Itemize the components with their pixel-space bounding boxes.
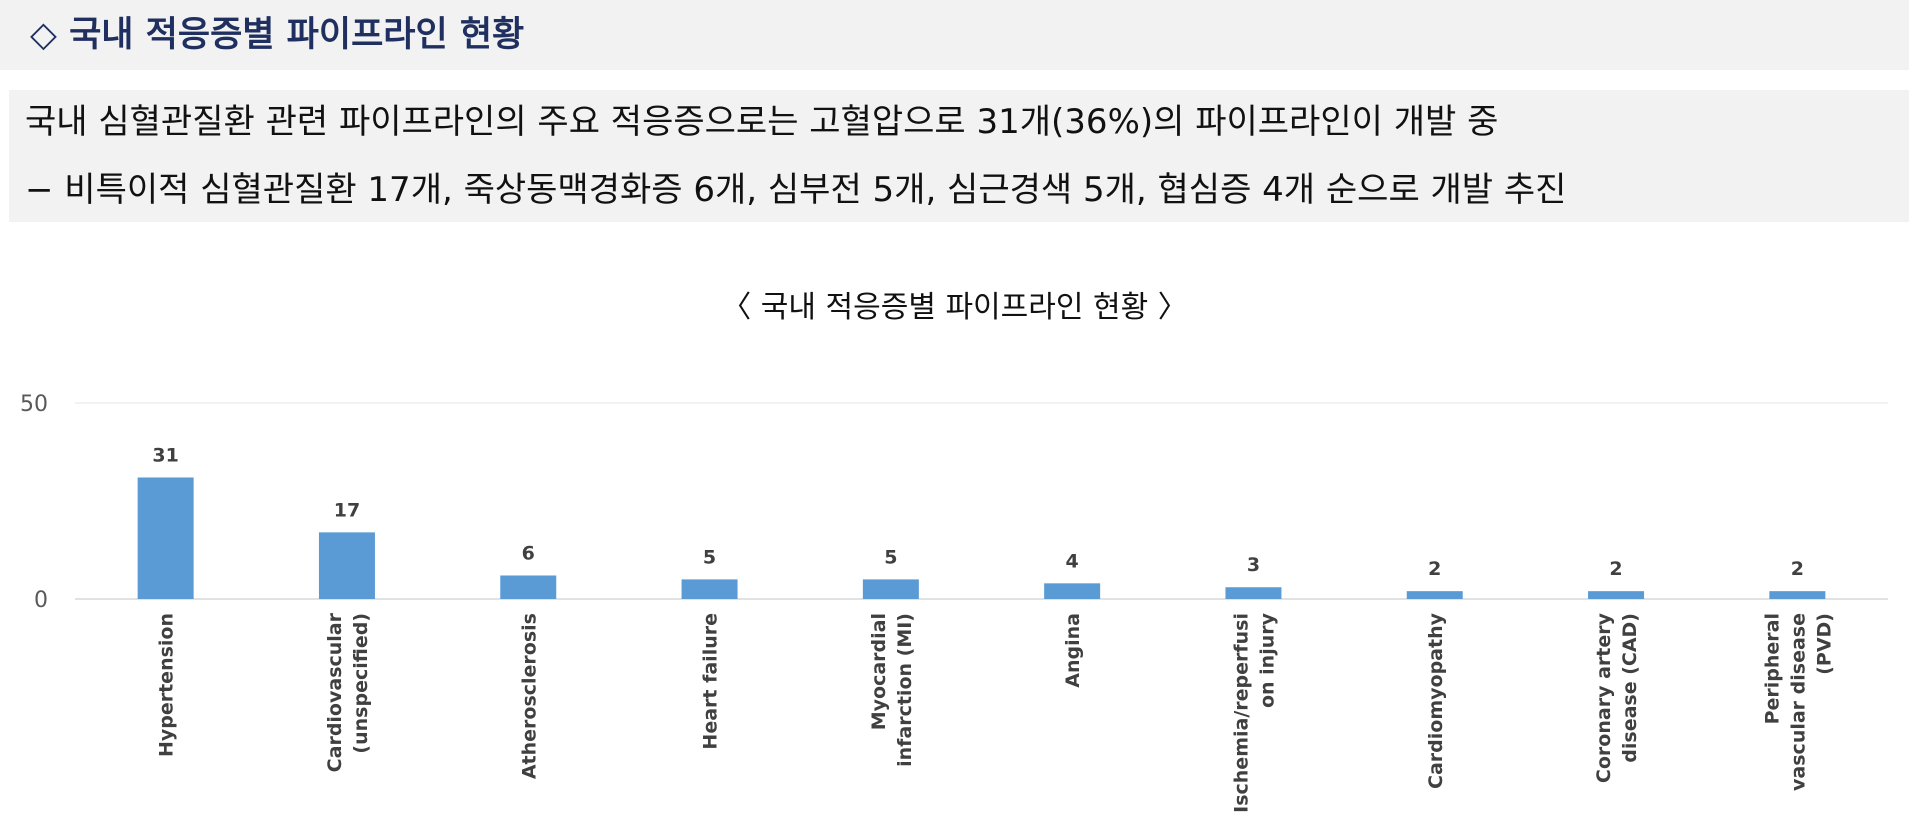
header-band: ◇ 국내 적응증별 파이프라인 현황 [0,0,1909,70]
x-category-label-line: infarction (MI) [894,613,916,767]
x-category-label-line: Coronary artery [1593,612,1615,783]
x-category-label-line: Cardiomyopathy [1425,612,1447,789]
x-category-label: Hypertension [156,613,178,757]
x-category-label: Atherosclerosis [518,613,540,779]
x-category-label-line: (unspecified) [350,613,372,754]
data-label: 6 [522,542,535,564]
data-label: 4 [1066,550,1079,572]
x-category-label-line: Heart failure [700,613,722,750]
x-category-label-line: Angina [1062,613,1084,688]
bar [1044,583,1101,599]
x-category-label-line: Myocardial [868,613,890,730]
data-label: 5 [884,546,897,568]
bar [137,477,194,599]
bar [1406,591,1463,599]
data-label: 31 [152,444,178,466]
x-category-label: Cardiovascular(unspecified) [324,612,372,772]
data-label: 2 [1791,558,1804,580]
y-tick-label: 0 [34,588,48,613]
chart-title: 〈 국내 적응증별 파이프라인 현황 〉 [721,290,1188,325]
summary-box: 국내 심혈관질환 관련 파이프라인의 주요 적응증으로는 고혈압으로 31개(3… [9,90,1909,222]
x-category-label: Angina [1062,613,1084,688]
x-category-label-line: on injury [1256,612,1278,708]
bar [500,575,557,599]
data-label: 3 [1247,554,1260,576]
x-category-label: Heart failure [700,613,722,750]
bar [1225,587,1282,599]
bar [318,532,375,599]
data-label: 2 [1609,558,1622,580]
x-category-label-line: (PVD) [1813,613,1835,675]
x-category-label-line: Peripheral [1761,613,1783,724]
y-tick-label: 50 [20,392,48,417]
x-category-label-line: disease (CAD) [1619,613,1641,763]
summary-line-1: 국내 심혈관질환 관련 파이프라인의 주요 적응증으로는 고혈압으로 31개(3… [25,102,1499,142]
x-category-label: Cardiomyopathy [1425,612,1447,789]
summary-line-2: − 비특이적 심혈관질환 17개, 죽상동맥경화증 6개, 심부전 5개, 심근… [25,170,1567,210]
x-category-label-line: Atherosclerosis [518,613,540,779]
bar [1769,591,1826,599]
bar [1588,591,1645,599]
x-category-label-line: Cardiovascular [324,612,346,772]
page-title: ◇ 국내 적응증별 파이프라인 현황 [30,15,525,55]
x-category-label-line: vascular disease [1787,613,1809,791]
x-category-label-line: Hypertension [156,613,178,757]
data-label: 2 [1428,558,1441,580]
data-label: 5 [703,546,716,568]
bar [681,579,738,599]
data-label: 17 [334,499,360,521]
x-category-label-line: Ischemia/reperfusi [1230,613,1252,813]
bar [862,579,919,599]
